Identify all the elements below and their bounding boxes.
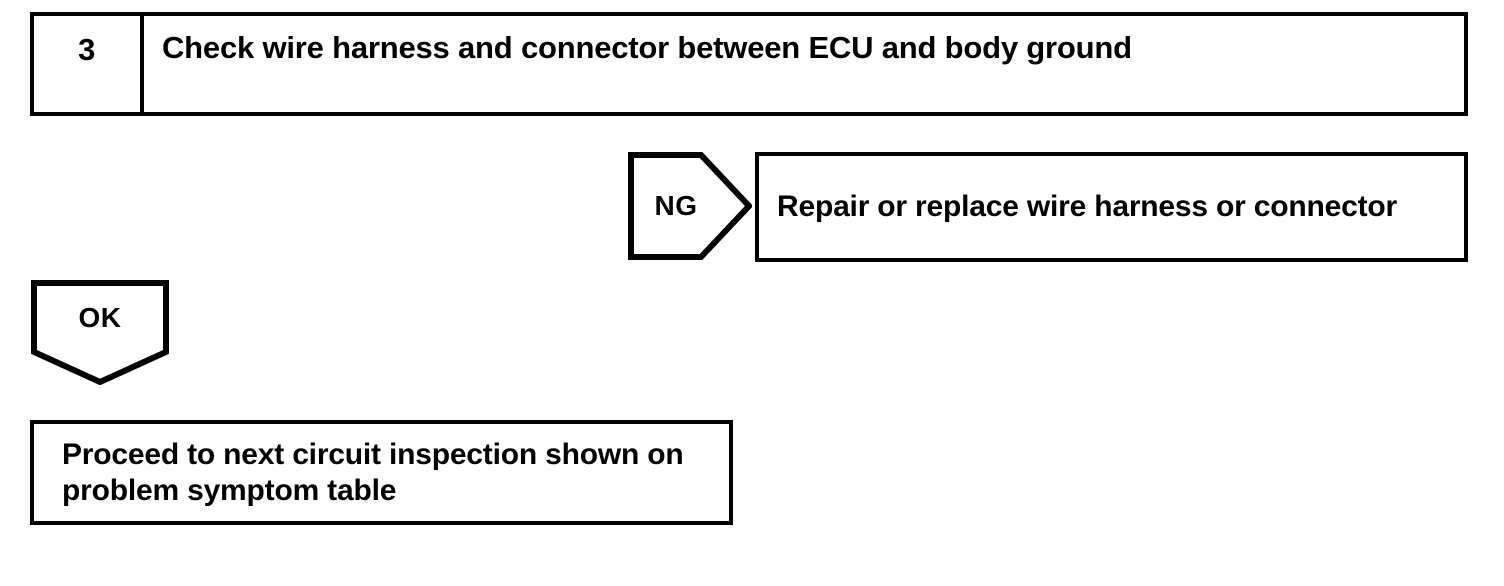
ok-pentagon-icon — [31, 280, 169, 385]
ng-outcome-text: Repair or replace wire harness or connec… — [777, 190, 1397, 224]
step-number-cell: 3 — [34, 16, 144, 112]
ng-branch-label: NG — [654, 190, 698, 221]
step-box: 3 Check wire harness and connector betwe… — [30, 12, 1468, 116]
ng-branch-tag: NG — [628, 152, 752, 260]
step-title: Check wire harness and connector between… — [162, 30, 1132, 65]
step-number: 3 — [78, 32, 96, 67]
ok-branch-label: OK — [78, 302, 122, 333]
step-title-cell: Check wire harness and connector between… — [144, 16, 1464, 112]
ok-branch-tag: OK — [31, 280, 169, 385]
ng-pentagon-icon — [628, 152, 752, 260]
ok-outcome-box: Proceed to next circuit inspection shown… — [30, 420, 733, 525]
ng-outcome-box: Repair or replace wire harness or connec… — [755, 152, 1468, 262]
ok-outcome-text: Proceed to next circuit inspection shown… — [62, 438, 684, 507]
